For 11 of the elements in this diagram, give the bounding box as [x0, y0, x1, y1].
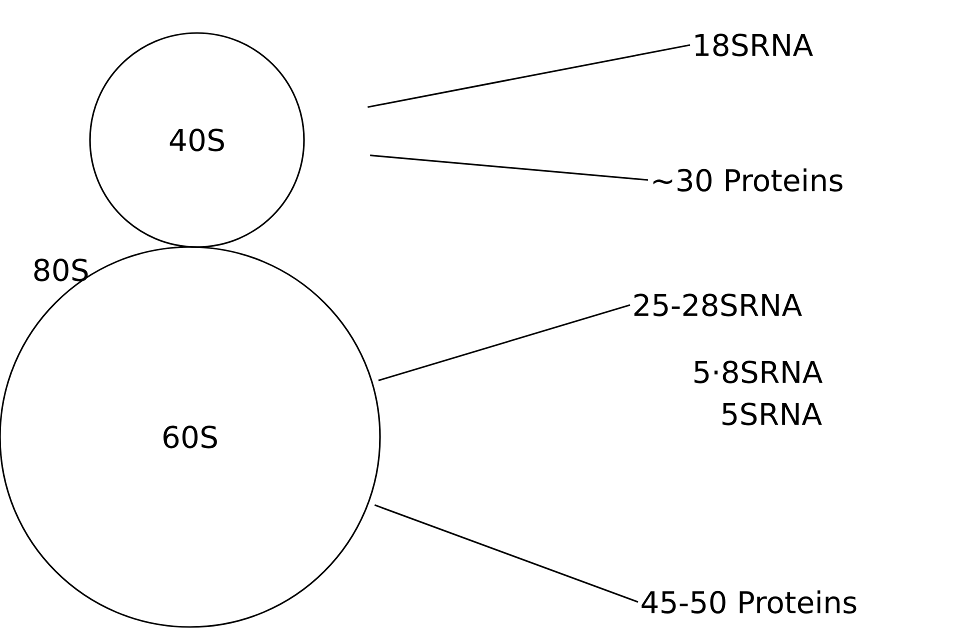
connector-line [374, 504, 638, 603]
component-label: ~30 Proteins [653, 168, 842, 192]
component-label: 45-50 Proteins [642, 590, 856, 614]
component-label: 25-28SRNA [634, 294, 802, 316]
label-text: 80S [34, 258, 88, 282]
connector-line [370, 154, 648, 181]
connector-line [378, 304, 630, 382]
label-text: 5·8SRNA [694, 360, 823, 384]
label-text: 5SRNA [722, 402, 822, 426]
connector-line [368, 44, 690, 108]
component-label: 18SRNA [696, 34, 813, 56]
